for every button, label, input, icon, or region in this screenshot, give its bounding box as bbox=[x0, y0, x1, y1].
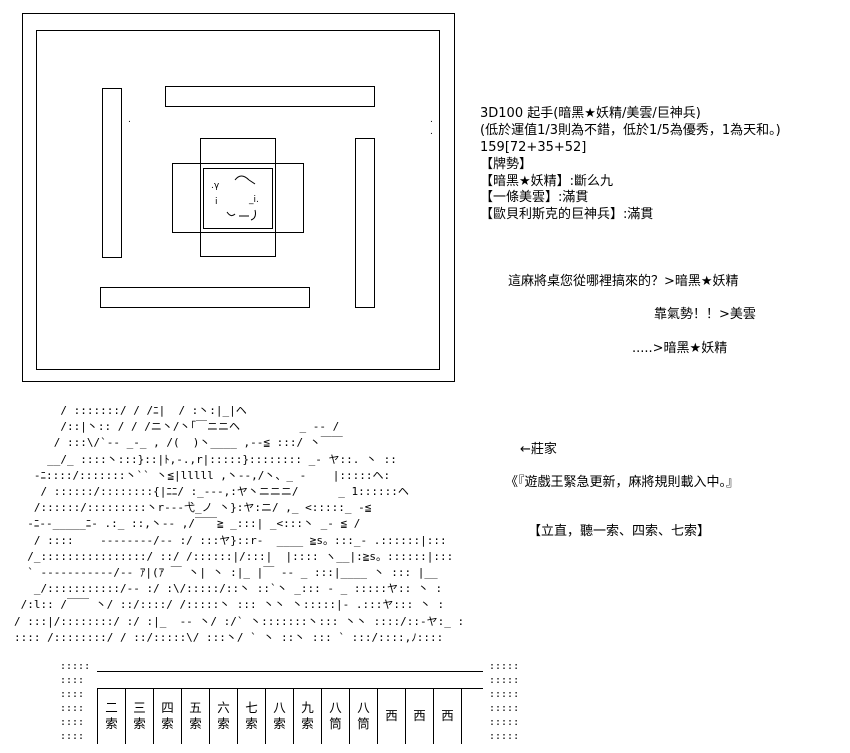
dialogue-line-3: .....>暗黑★妖精 bbox=[632, 341, 728, 356]
svg-text:i: i bbox=[215, 197, 218, 207]
svg-text:.γ: .γ bbox=[211, 181, 220, 191]
mahjong-tile: 七索 bbox=[237, 688, 266, 744]
mahjong-tile: 六索 bbox=[209, 688, 238, 744]
tile-top-char: 七 bbox=[245, 700, 258, 715]
notice-text: 《『遊戲王緊急更新，麻將規則載入中。』 bbox=[505, 475, 740, 490]
tile-bottom-char: 索 bbox=[245, 716, 258, 731]
tile-top-char: 九 bbox=[301, 700, 314, 715]
dots-right: ::::: ::::: ::::: ::::: ::::: ::::: bbox=[489, 661, 520, 742]
tile-bottom-char: 索 bbox=[133, 716, 146, 731]
tile-bottom-char: 筒 bbox=[357, 716, 370, 731]
dealer-label: 莊家 bbox=[530, 442, 557, 457]
ascii-art-character: / :::::::/ / /ﾆ| / :丶:|_|ヘ /::|丶:: / / /… bbox=[14, 404, 465, 644]
svg-text:_i.: _i. bbox=[248, 195, 259, 205]
dialogue-line-1: 這麻將桌您從哪裡搞來的？>暗黑★妖精 bbox=[508, 274, 739, 289]
dice-face-drawing: .γ i _i. bbox=[211, 175, 259, 221]
mahjong-tile: 西 bbox=[433, 688, 462, 744]
tile-bottom-char: 筒 bbox=[329, 716, 342, 731]
score-line: 159[72+35+52] bbox=[480, 140, 587, 155]
tile-top-char: 五 bbox=[189, 700, 202, 715]
player-3-hand: 【歐貝利斯克的巨神兵】:滿貫 bbox=[480, 207, 654, 222]
tile-top-char: 二 bbox=[105, 700, 118, 715]
tile-top-char: 西 bbox=[385, 708, 398, 723]
tile-bottom-char: 索 bbox=[105, 716, 118, 731]
dialogue-line-2: 靠氣勢！！>美雲 bbox=[654, 307, 756, 322]
mahjong-tile: 八筒 bbox=[321, 688, 350, 744]
tile-top-char: 八 bbox=[357, 700, 370, 715]
mahjong-tile: 八索 bbox=[265, 688, 294, 744]
tile-bottom-char: 索 bbox=[301, 716, 314, 731]
mahjong-tile: 八筒 bbox=[349, 688, 378, 744]
tile-top-char: 西 bbox=[413, 708, 426, 723]
mahjong-tile: 二索 bbox=[97, 688, 126, 744]
tile-top-char: 八 bbox=[329, 700, 342, 715]
mahjong-tile: 四索 bbox=[153, 688, 182, 744]
tile-top-char: 六 bbox=[217, 700, 230, 715]
tile-bottom-char: 索 bbox=[217, 716, 230, 731]
dots-left: ::::: :::: :::: :::: :::: :::: bbox=[60, 661, 91, 742]
tile-bottom-char: 索 bbox=[273, 716, 286, 731]
left-arrow-icon: ← bbox=[520, 442, 531, 457]
tile-bottom-char: 索 bbox=[189, 716, 202, 731]
tile-top-char: 四 bbox=[161, 700, 174, 715]
tile-bottom-char: 索 bbox=[161, 716, 174, 731]
tile-top-char: 三 bbox=[133, 700, 146, 715]
mahjong-tile: 五索 bbox=[181, 688, 210, 744]
dealer-marker: ←莊家 bbox=[520, 442, 557, 458]
mahjong-tile: 三索 bbox=[125, 688, 154, 744]
rule-line: (低於運值1/3則為不錯，低於1/5為優秀，1為天和。) bbox=[480, 123, 781, 138]
riichi-text: 【立直，聽一索、四索、七索】 bbox=[528, 524, 711, 539]
tile-top-char: 八 bbox=[273, 700, 286, 715]
mahjong-tile: 九索 bbox=[293, 688, 322, 744]
tile-hand: 二索三索四索五索六索七索八索九索八筒八筒西西西 bbox=[97, 688, 462, 744]
tile-top-char: 西 bbox=[441, 708, 454, 723]
hand-header: 【牌勢】 bbox=[480, 157, 533, 172]
player-2-hand: 【一條美雲】:滿貫 bbox=[480, 190, 589, 205]
mahjong-tile: 西 bbox=[405, 688, 434, 744]
mahjong-tile: 西 bbox=[377, 688, 406, 744]
player-1-hand: 【暗黑★妖精】:斷么九 bbox=[480, 174, 614, 189]
roll-line: 3D100 起手(暗黑★妖精/美雲/巨神兵) bbox=[480, 106, 701, 121]
